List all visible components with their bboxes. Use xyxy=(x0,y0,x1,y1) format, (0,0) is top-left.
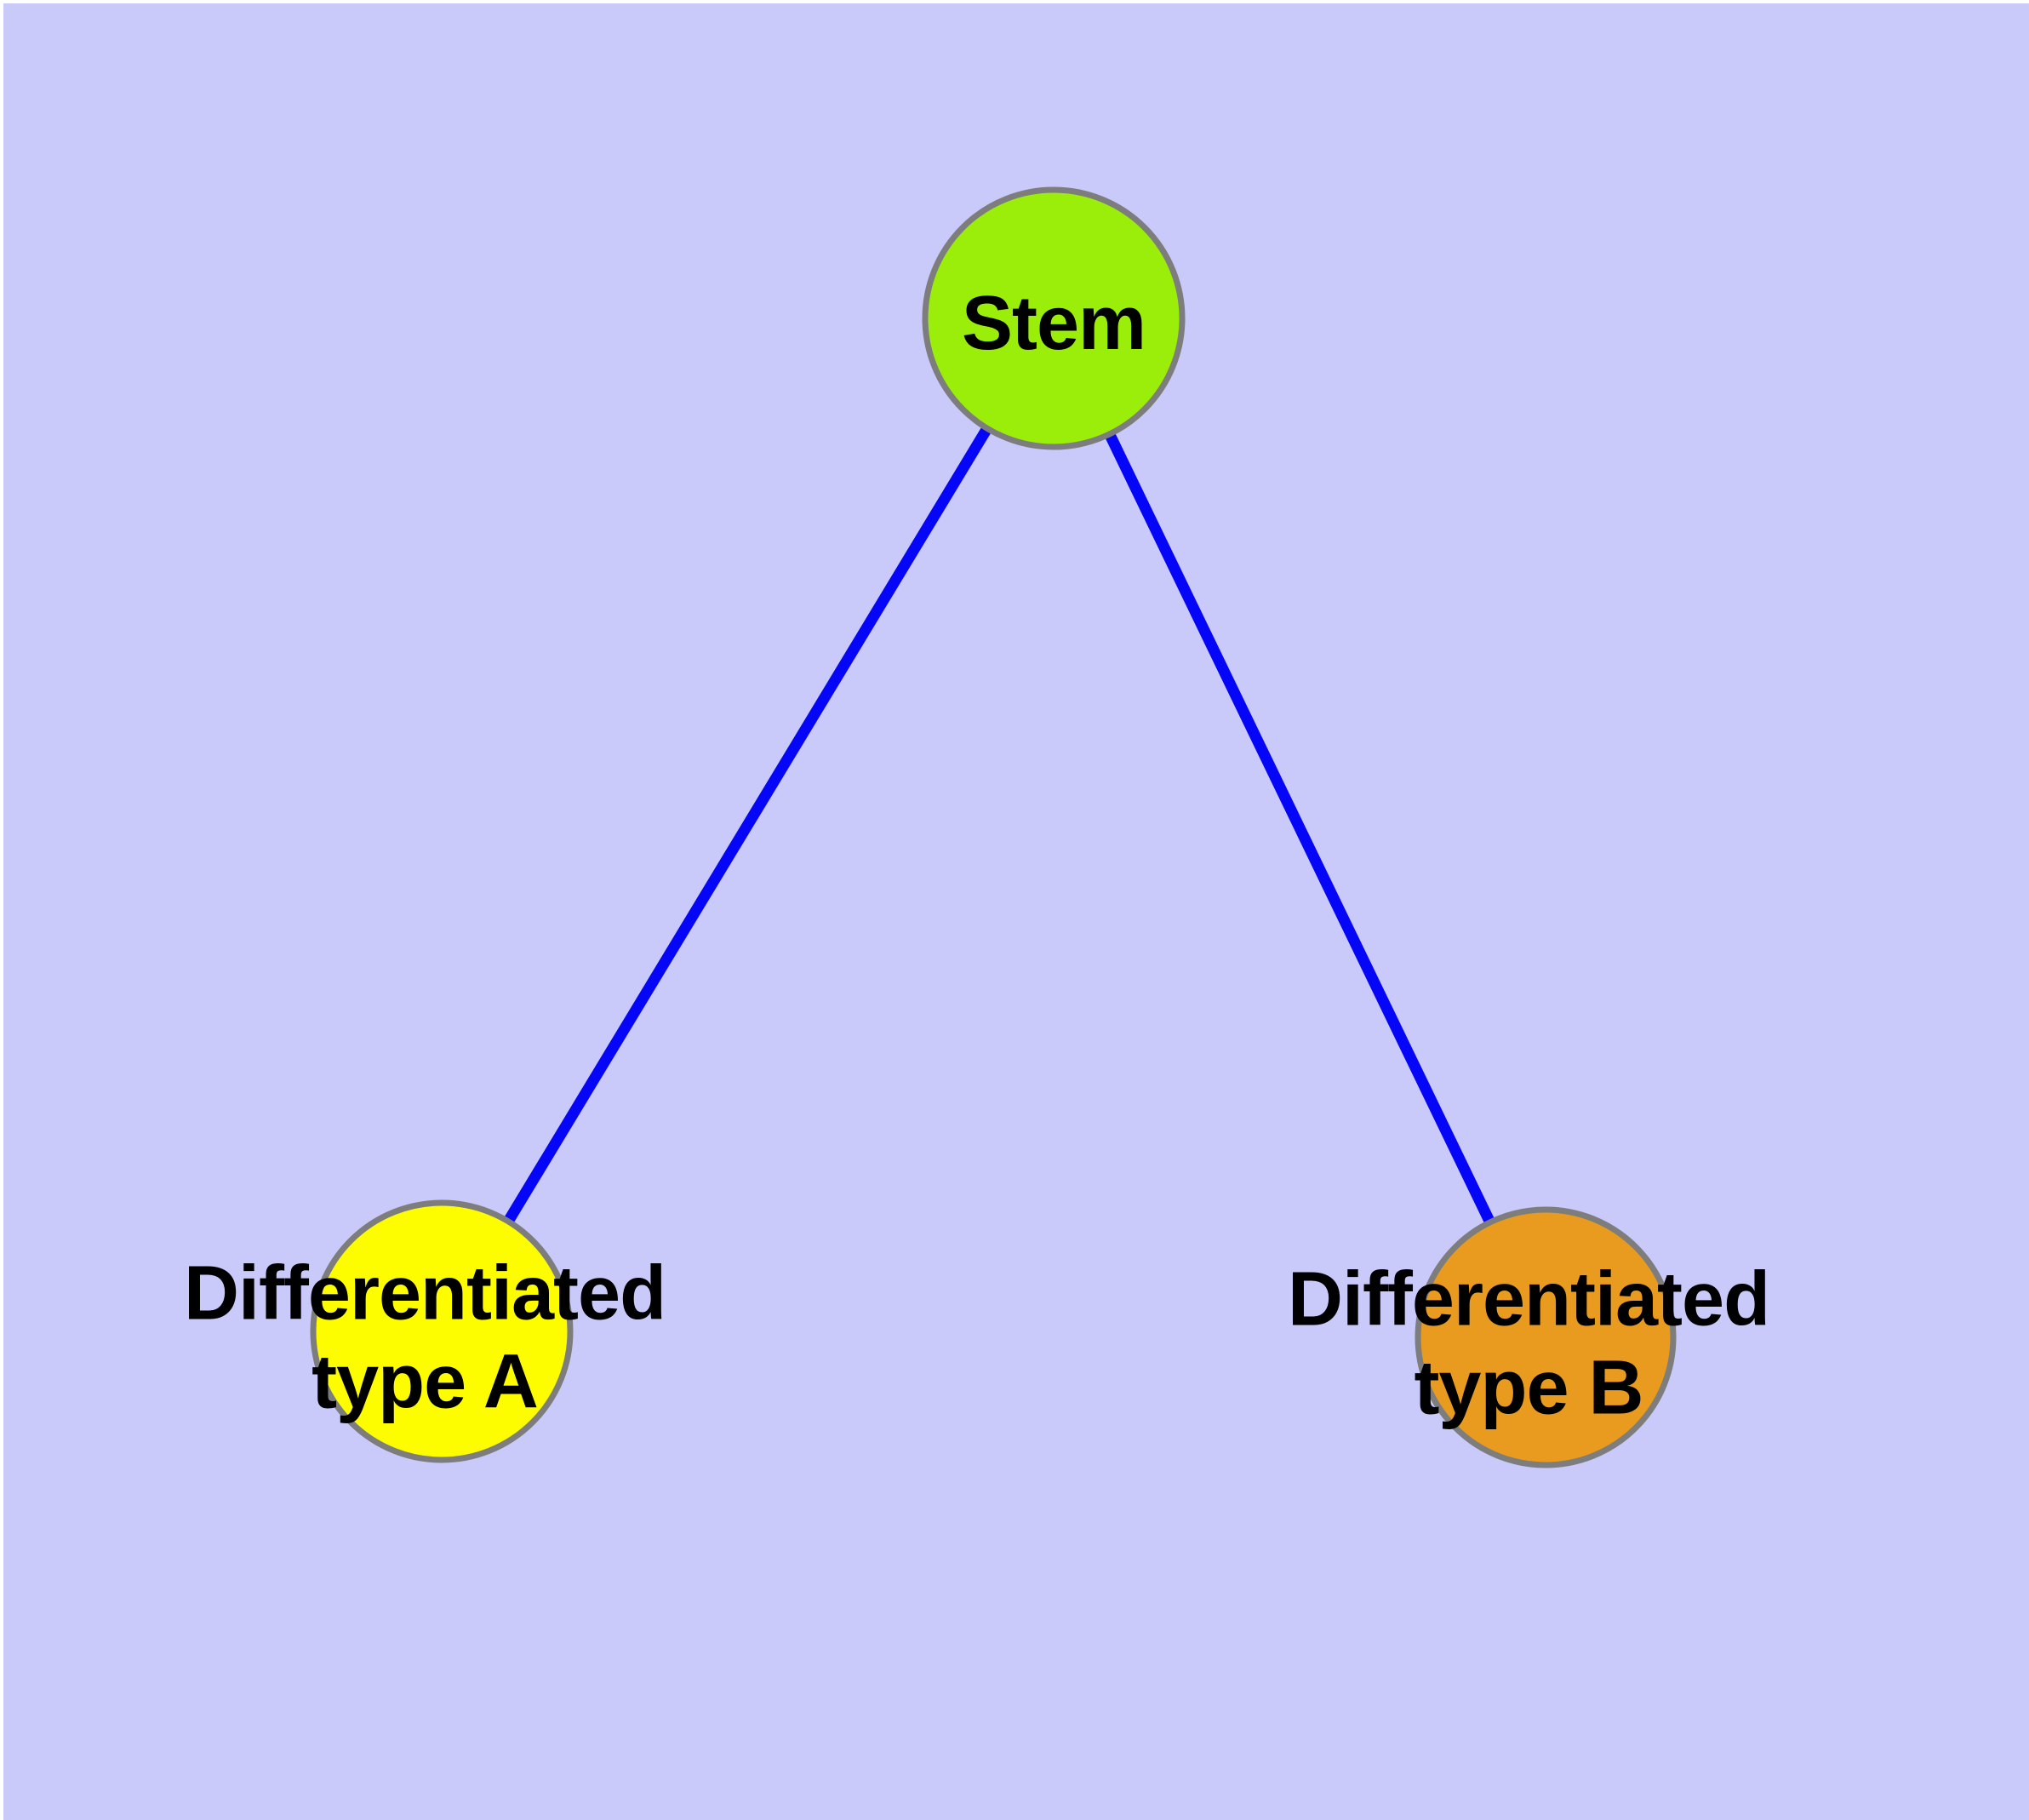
node-label-differentiated-type-a: Differentiated type A xyxy=(184,1250,666,1428)
edge-stem-to-type-a xyxy=(437,315,1059,1335)
node-label-stem: Stem xyxy=(961,280,1146,366)
node-differentiated-type-b xyxy=(1415,1206,1677,1468)
edge-stem-to-type-b xyxy=(1049,316,1551,1340)
node-differentiated-type-a xyxy=(310,1199,574,1463)
node-label-differentiated-type-b: Differentiated type B xyxy=(1287,1256,1770,1434)
node-label-line: type A xyxy=(311,1340,539,1425)
node-label-line: Differentiated xyxy=(183,1251,666,1336)
node-stem xyxy=(922,186,1186,450)
node-label-line: Differentiated xyxy=(1287,1256,1770,1342)
node-label-line: type B xyxy=(1414,1346,1643,1431)
